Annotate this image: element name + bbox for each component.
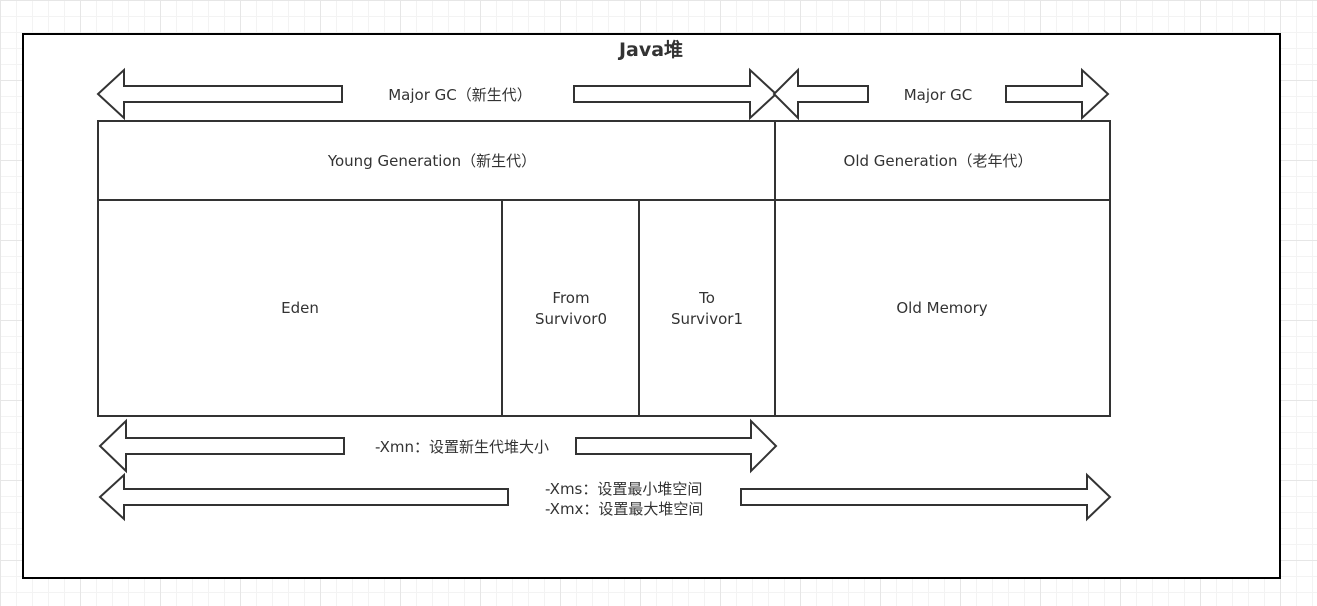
- eden-box: [97, 199, 503, 417]
- old-memory-label: Old Memory: [896, 299, 987, 317]
- old-generation-box: [774, 120, 1111, 201]
- from-survivor0-label-line2: Survivor0: [535, 310, 607, 328]
- old-memory-box: [774, 199, 1111, 417]
- eden-label: Eden: [281, 299, 319, 317]
- major-gc-young-label: Major GC（新生代）: [388, 86, 532, 104]
- diagram-title: Java堆: [617, 38, 683, 61]
- from-survivor0-label-line1: From: [552, 289, 589, 307]
- major-gc-old-arrow-right: [1005, 67, 1110, 121]
- xms-label: -Xms：设置最小堆空间: [545, 480, 702, 498]
- to-survivor1-box: [638, 199, 776, 417]
- major-gc-old-arrow-left: [772, 67, 869, 121]
- old-generation-label: Old Generation（老年代）: [844, 152, 1033, 170]
- young-generation-box: [97, 120, 776, 201]
- young-generation-label: Young Generation（新生代）: [327, 152, 536, 170]
- xmn-label: -Xmn：设置新生代堆大小: [375, 438, 549, 456]
- major-gc-old-label: Major GC: [904, 86, 973, 104]
- xmn-arrow-right: [575, 418, 778, 474]
- xmx-label: -Xmx：设置最大堆空间: [545, 500, 703, 518]
- xms-xmx-arrow-left: [98, 472, 509, 522]
- xms-xmx-arrow-right: [740, 472, 1112, 522]
- to-survivor1-label-line1: To: [698, 289, 715, 307]
- from-survivor0-box: [501, 199, 640, 417]
- major-gc-young-arrow-left: [96, 67, 343, 121]
- xmn-arrow-left: [98, 418, 345, 474]
- major-gc-young-arrow-right: [573, 67, 778, 121]
- to-survivor1-label-line2: Survivor1: [671, 310, 743, 328]
